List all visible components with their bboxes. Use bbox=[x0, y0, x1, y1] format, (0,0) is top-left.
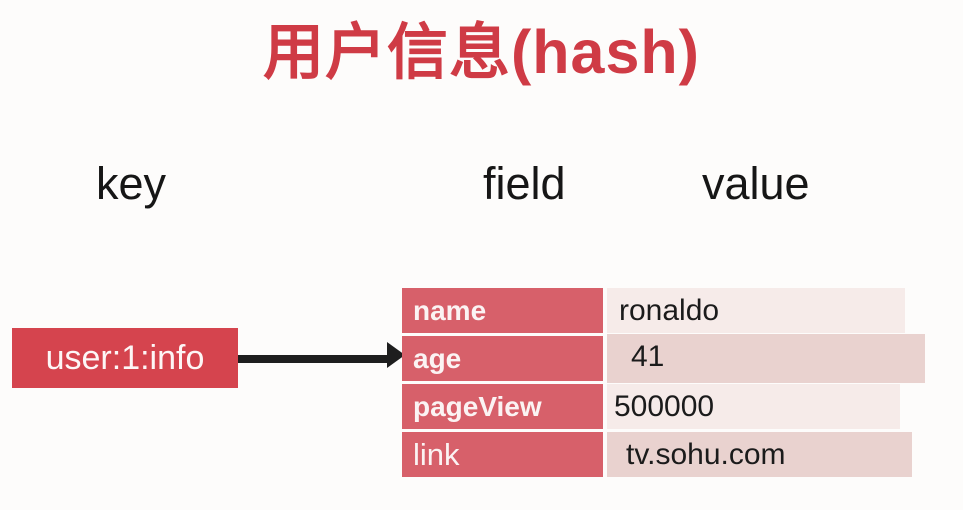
table-row: name ronaldo bbox=[402, 288, 925, 333]
hash-field-value-table: name ronaldo age 41 pageView 500000 link… bbox=[402, 288, 925, 480]
value-cell-pageview: 500000 bbox=[607, 384, 900, 429]
field-cell-name: name bbox=[402, 288, 603, 333]
redis-key-label: user:1:info bbox=[45, 338, 205, 377]
value-cell-link: tv.sohu.com bbox=[607, 432, 912, 477]
value-cell-name: ronaldo bbox=[607, 288, 905, 333]
field-cell-pageview: pageView bbox=[402, 384, 603, 429]
field-column-label: field bbox=[483, 158, 566, 209]
field-cell-link: link bbox=[402, 432, 603, 477]
redis-key-box: user:1:info bbox=[12, 328, 238, 388]
slide-title: 用户信息(hash) bbox=[262, 18, 700, 86]
arrow-head-icon bbox=[387, 342, 405, 368]
table-row: link tv.sohu.com bbox=[402, 432, 925, 477]
value-cell-age: 41 bbox=[607, 334, 925, 383]
key-column-label: key bbox=[96, 158, 167, 209]
value-column-label: value bbox=[702, 158, 810, 209]
table-row: age 41 bbox=[402, 334, 925, 383]
table-row: pageView 500000 bbox=[402, 384, 925, 429]
arrow-line bbox=[238, 355, 390, 363]
field-cell-age: age bbox=[402, 336, 603, 381]
